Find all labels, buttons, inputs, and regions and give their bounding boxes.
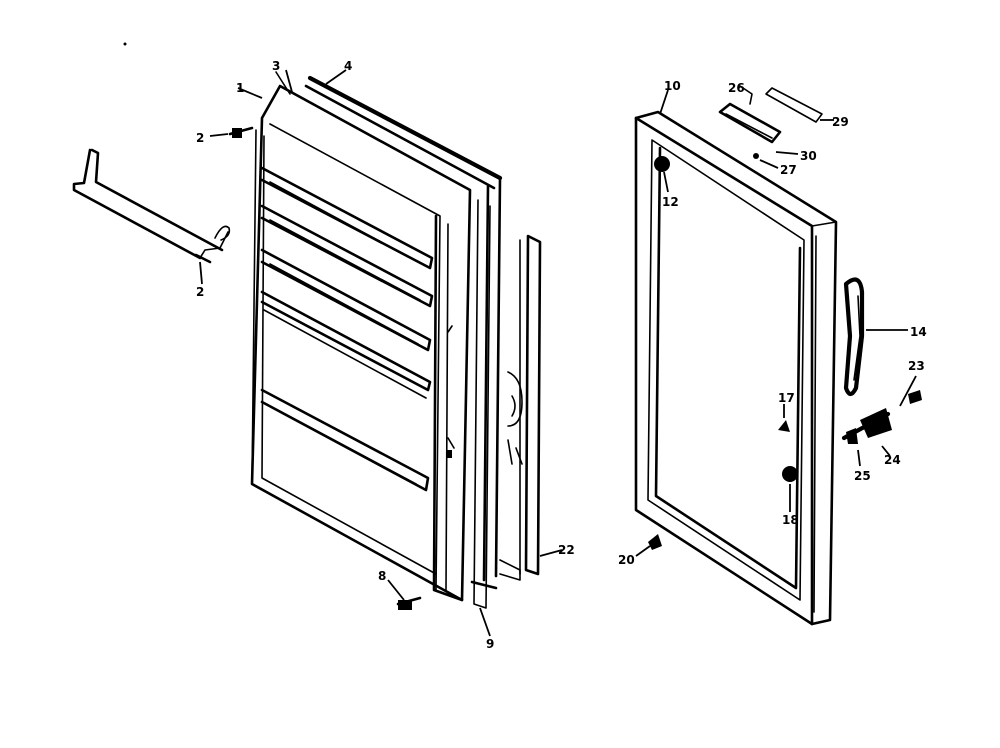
callout-9: 9 <box>486 637 494 651</box>
callout-2-wire: 2 <box>196 285 204 299</box>
callout-3: 3 <box>272 59 280 73</box>
wire-shelf-bracket <box>72 148 231 264</box>
callout-2-top: 2 <box>196 131 204 145</box>
door-handle <box>843 277 865 397</box>
door-liner <box>250 84 472 602</box>
callout-18: 18 <box>782 513 799 527</box>
hardware <box>228 71 922 610</box>
callout-30-top: 30 <box>800 149 817 163</box>
callout-labels: 1 2 3 4 2 8 9 22 10 12 26 29 30 27 14 23… <box>196 59 927 651</box>
callout-26: 26 <box>728 81 745 95</box>
callout-25: 25 <box>854 469 871 483</box>
callout-20: 20 <box>618 553 635 567</box>
callout-17: 17 <box>778 391 795 405</box>
callout-8: 8 <box>378 569 386 583</box>
hinge-strip <box>499 234 542 581</box>
callout-29: 29 <box>832 115 849 129</box>
callout-1: 1 <box>236 81 244 95</box>
callout-14: 14 <box>910 325 927 339</box>
callout-27: 27 <box>780 163 797 177</box>
callout-24: 24 <box>884 453 901 467</box>
callout-4: 4 <box>344 59 352 73</box>
door-gasket <box>304 75 503 609</box>
callout-22: 22 <box>558 543 575 557</box>
scan-speck <box>123 42 127 46</box>
callout-10: 10 <box>664 79 681 93</box>
callout-23: 23 <box>908 359 925 373</box>
outer-door <box>634 110 838 626</box>
callout-12: 12 <box>662 195 679 209</box>
leader-lines <box>199 69 917 637</box>
top-hinge-parts <box>718 85 823 159</box>
